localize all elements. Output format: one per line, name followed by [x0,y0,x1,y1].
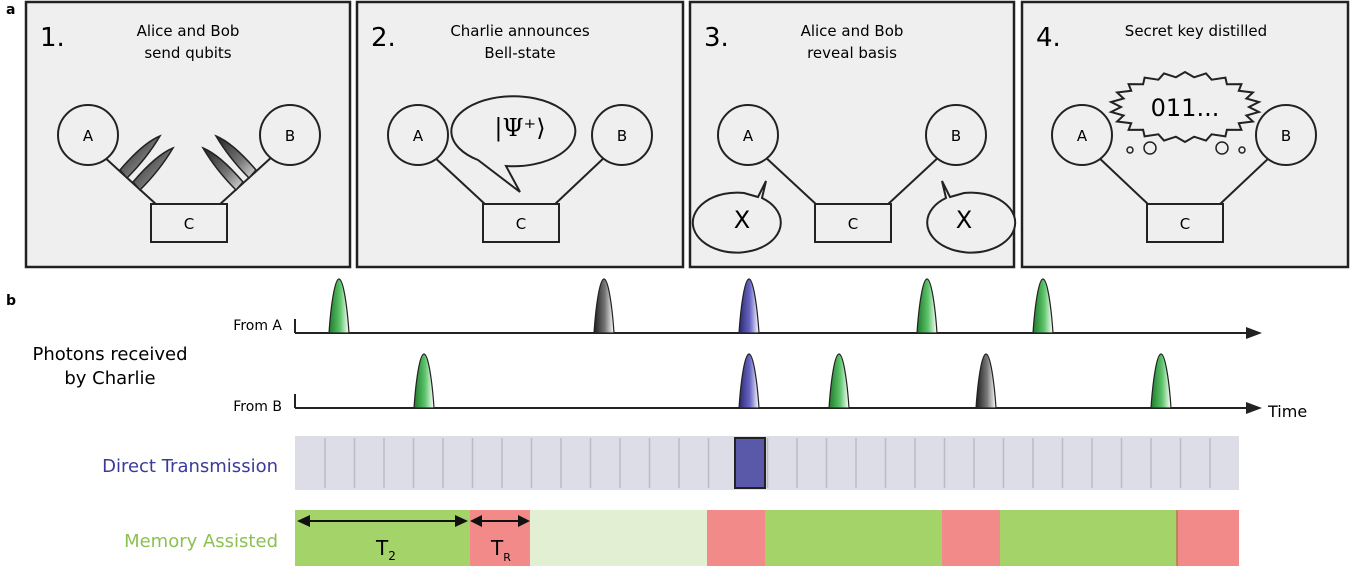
node-a [1051,104,1113,166]
memory-segment-red [1177,510,1239,566]
from-a-label: From A [233,318,282,334]
blue-photon-pulse [738,353,760,409]
speech-bubble-left [691,180,782,254]
gray-photon-pulse [975,353,997,409]
photons-label-line-1: Photons received [32,344,187,365]
basis-left-label: X [734,206,750,234]
qubit-pulse-icon [214,134,257,180]
speech-bubble-right [926,180,1017,254]
node-b-label: B [1281,127,1291,145]
node-c [482,203,560,243]
panel-label-a: a [6,2,15,18]
tr-label: TR [490,536,511,564]
node-b-label: B [617,127,627,145]
panel-label-b: b [6,293,16,309]
arrowhead-icon [1246,327,1262,339]
green-photon-pulse [1150,353,1172,409]
arrow-left-icon [297,515,310,527]
secret-key-label: 011... [1151,94,1220,122]
node-c [1146,203,1224,243]
green-photon-pulse [1032,278,1054,334]
panel-2-title-line-2: Bell-state [484,44,555,62]
from-b-label: From B [233,399,282,415]
arrow-right-icon [455,515,468,527]
node-c [814,203,892,243]
panel-4: 4. Secret key distilled 011... A B C [1020,0,1350,269]
node-a-label: A [83,127,94,145]
thought-dot [1238,146,1246,154]
panel-4-number: 4. [1036,23,1061,53]
t2-label: T2 [375,536,396,563]
panel-3-number: 3. [704,23,729,53]
speech-bubble [450,95,577,193]
memory-assisted-label: Memory Assisted [124,531,278,552]
node-a-label: A [1077,127,1088,145]
panel-3: 3. Alice and Bob reveal basis X X A B C [688,0,1017,269]
timeline: Photons received by Charlie From A From … [32,278,1307,566]
photons-label-line-2: by Charlie [64,368,155,389]
memory-segment-green [1000,510,1177,566]
basis-right-label: X [956,206,972,234]
node-a [717,104,779,166]
panel-1-title-line-2: send qubits [144,44,231,62]
qubit-pulse-icon [201,146,244,192]
node-c [150,203,228,243]
direct-transmission-label: Direct Transmission [102,456,278,477]
time-label: Time [1267,402,1307,421]
bell-state-label: |Ψ⁺⟩ [494,114,545,143]
node-c-label: C [1180,215,1190,233]
panel-2: 2. Charlie announces Bell-state |Ψ⁺⟩ A B… [355,0,685,269]
memory-segment-red [942,510,1000,566]
node-c-label: C [848,215,858,233]
panel-1-title-line-1: Alice and Bob [137,22,240,40]
node-b-label: B [951,127,961,145]
qubit-pulse-icon [119,134,162,180]
panel-2-number: 2. [371,23,396,53]
panel-1-number: 1. [40,23,65,53]
panel-2-title-line-1: Charlie announces [450,22,590,40]
node-a-label: A [413,127,424,145]
memory-segment-light [530,510,707,566]
node-c-label: C [184,215,194,233]
node-b [591,104,653,166]
thought-dot [1215,141,1229,155]
panel-3-title-line-1: Alice and Bob [801,22,904,40]
arrow-right-icon [518,515,530,527]
panel-4-title-line-1: Secret key distilled [1125,22,1267,40]
node-b [925,104,987,166]
memory-segment-green [765,510,942,566]
node-c-label: C [516,215,526,233]
blue-photon-pulse [738,278,760,334]
qubit-pulse-icon [132,146,175,192]
green-photon-pulse [328,278,350,334]
memory-segment-red [707,510,765,566]
node-a [57,104,119,166]
arrow-left-icon [470,515,482,527]
panel-1: 1. Alice and Bob send qubits A B C [24,0,352,269]
arrowhead-icon [1246,402,1262,414]
node-a-label: A [743,127,754,145]
green-photon-pulse [413,353,435,409]
gray-photon-pulse [593,278,615,334]
thought-dot [1143,141,1157,155]
node-b [259,104,321,166]
panel-3-title-line-2: reveal basis [807,44,897,62]
memory-segment-green [295,510,470,566]
detection-slot-highlight [734,437,766,489]
node-b [1255,104,1317,166]
node-b-label: B [285,127,295,145]
green-photon-pulse [828,353,850,409]
green-photon-pulse [916,278,938,334]
thought-dot [1126,146,1134,154]
node-a [387,104,449,166]
thought-cloud-icon [1108,70,1262,144]
